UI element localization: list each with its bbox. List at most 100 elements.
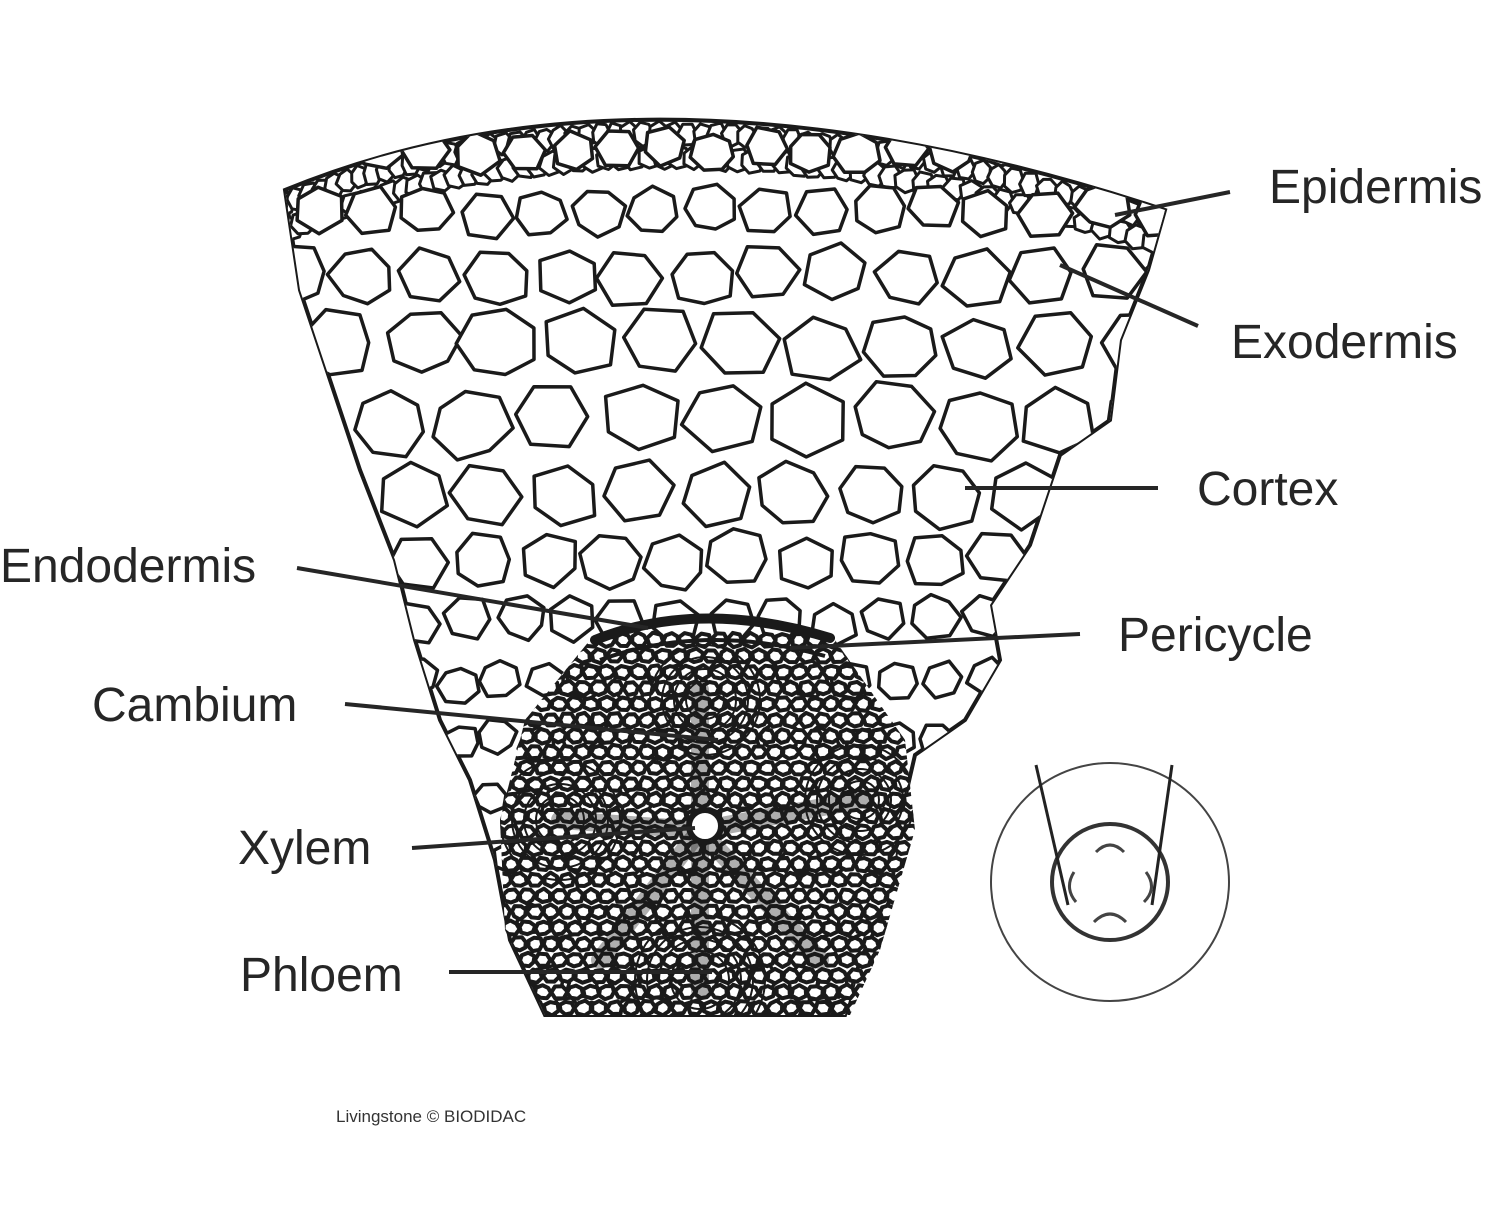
cell (940, 247, 1012, 308)
cell (829, 999, 849, 1015)
cell (718, 839, 737, 857)
cell (612, 664, 633, 682)
cell (724, 759, 745, 777)
cell (838, 887, 858, 906)
cell (1126, 134, 1165, 174)
inset-sector-line-left (1034, 764, 1070, 906)
cell (636, 711, 657, 729)
cell (774, 727, 792, 745)
cell (606, 742, 626, 761)
phloem-arc (523, 783, 597, 857)
cell (514, 190, 569, 237)
cell (604, 711, 624, 729)
cell (726, 791, 744, 809)
label-endodermis: Endodermis (0, 540, 257, 593)
cell (838, 855, 857, 872)
cell (765, 934, 785, 953)
cell (812, 711, 833, 728)
cell (766, 712, 785, 729)
cell (533, 726, 553, 746)
cell (1074, 83, 1104, 108)
cell (1016, 310, 1094, 377)
cell (425, 993, 456, 1015)
cell (631, 82, 658, 108)
cell (683, 182, 737, 231)
cell (821, 887, 840, 904)
cell (1157, 904, 1165, 938)
cell (294, 786, 332, 819)
cell (544, 306, 617, 375)
cell (725, 951, 744, 969)
cell (620, 903, 641, 921)
cell (604, 999, 624, 1015)
cell (1104, 377, 1165, 457)
cell (669, 839, 689, 858)
cell (830, 711, 849, 730)
cell (372, 88, 400, 111)
cell (839, 531, 901, 585)
inset-root-outline (990, 762, 1230, 1002)
cell (620, 840, 641, 856)
cell (589, 903, 608, 921)
cell (862, 871, 881, 889)
cell (910, 870, 915, 889)
cell (781, 744, 802, 761)
phloem-arc (685, 680, 725, 720)
phloem-arc (658, 938, 742, 1015)
label-exodermis: Exodermis (1231, 316, 1458, 369)
cell (773, 632, 793, 649)
cell (789, 823, 809, 842)
cell (822, 726, 841, 745)
cell (788, 695, 809, 713)
cell (532, 983, 554, 1001)
phloem-arc (535, 795, 585, 845)
cell (517, 887, 538, 906)
cell (757, 695, 776, 713)
cell (678, 983, 698, 1000)
cell (749, 744, 769, 760)
phloem-arc (816, 756, 904, 844)
cell (330, 529, 389, 582)
cell (1160, 717, 1165, 755)
cell (1179, 846, 1210, 879)
cell (758, 663, 778, 681)
cell (733, 967, 753, 986)
cell (1133, 188, 1165, 238)
phloem-arc (646, 926, 754, 1015)
cell (588, 679, 609, 697)
cell (821, 919, 840, 937)
cell (812, 903, 834, 920)
cell (455, 129, 502, 177)
cell (477, 658, 522, 699)
cell (629, 983, 649, 1001)
cell (745, 125, 790, 167)
cell (790, 887, 809, 905)
cell (766, 647, 786, 666)
cell (590, 872, 609, 888)
cell (324, 998, 356, 1015)
cell (758, 856, 778, 873)
cell (831, 131, 882, 175)
cell (653, 775, 672, 793)
cell (757, 792, 777, 809)
xylem-arm (591, 821, 709, 969)
cell (305, 661, 349, 702)
cell (563, 91, 591, 116)
cell (606, 679, 625, 698)
cell (1038, 724, 1081, 760)
cell (796, 743, 817, 761)
cell (590, 999, 608, 1015)
cell (701, 648, 721, 664)
cell (500, 982, 506, 1000)
cell (788, 132, 832, 174)
cell (661, 855, 681, 873)
cell (685, 775, 704, 793)
cell (805, 696, 824, 713)
phloem-arc (828, 768, 892, 832)
cell (978, 126, 1025, 168)
cell (805, 951, 824, 969)
cell (396, 246, 462, 303)
cell (1003, 841, 1038, 873)
cell (646, 856, 665, 874)
cell (462, 250, 529, 307)
